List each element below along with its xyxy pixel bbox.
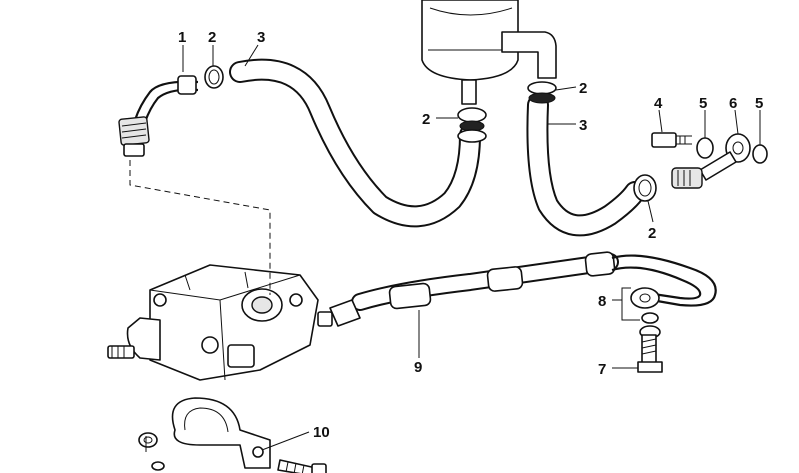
fluid-reservoir bbox=[421, 0, 557, 105]
callout-7: 7 bbox=[598, 361, 606, 378]
callout-6: 6 bbox=[729, 95, 737, 112]
return-hose-left bbox=[229, 58, 481, 228]
steering-gear-box bbox=[107, 264, 319, 381]
pressure-line bbox=[317, 251, 717, 327]
banjo-union-assembly bbox=[651, 132, 768, 189]
hose-clamp-top-left bbox=[204, 65, 224, 89]
callout-2-clamp-right-bottom: 2 bbox=[648, 225, 656, 242]
callout-1: 1 bbox=[178, 29, 186, 46]
callout-3-hose-left: 3 bbox=[257, 29, 265, 46]
callout-10: 10 bbox=[313, 424, 330, 441]
hose-clamp-right-top bbox=[527, 81, 557, 104]
callout-5-washer: 5 bbox=[699, 95, 707, 112]
callout-2-clamp-right-top: 2 bbox=[579, 80, 587, 97]
callout-5-washer-outer: 5 bbox=[755, 95, 763, 112]
leader-lines bbox=[145, 44, 761, 452]
callout-3-hose-right: 3 bbox=[579, 117, 587, 134]
pressure-pipe-fitting bbox=[118, 75, 199, 157]
callout-labels: 1 2 3 2 2 3 4 5 6 5 2 8 9 7 10 bbox=[178, 29, 763, 441]
callout-9: 9 bbox=[414, 359, 422, 376]
assembly-line bbox=[129, 160, 271, 295]
callout-2-clamp-top: 2 bbox=[208, 29, 216, 46]
callout-8: 8 bbox=[598, 293, 606, 310]
banjo-bolt-assembly bbox=[630, 287, 663, 373]
hose-clamp-right-bottom bbox=[633, 174, 657, 202]
supply-hose-right bbox=[526, 94, 646, 237]
callout-2-clamp-center: 2 bbox=[422, 111, 430, 128]
callout-4: 4 bbox=[654, 95, 663, 112]
hose-clamp-center bbox=[457, 107, 487, 143]
mounting-bracket bbox=[138, 397, 327, 473]
